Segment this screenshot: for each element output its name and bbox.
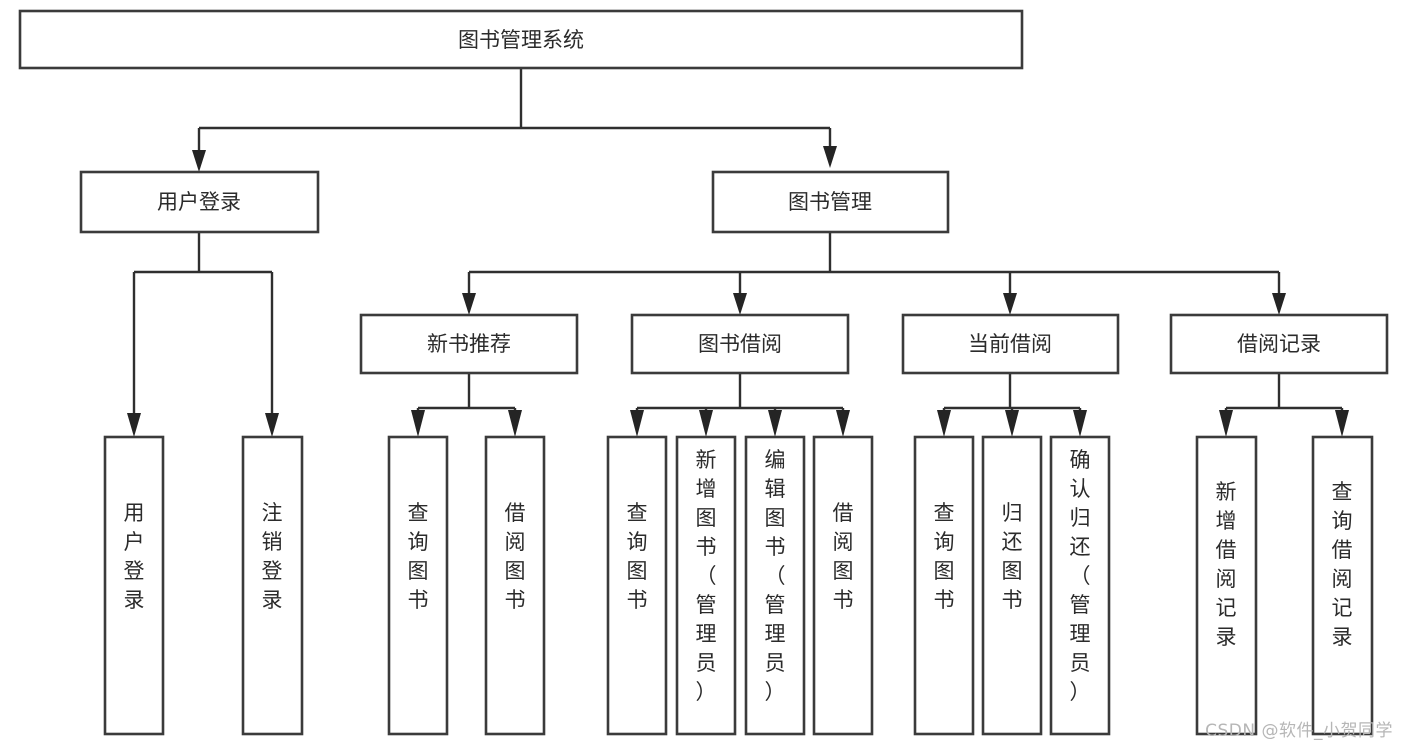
node-leaf-edit-book-admin-box[interactable] [744,435,806,736]
node-leaf-query-book-1-box[interactable] [387,435,449,736]
node-leaf-borrow-book-2[interactable]: 借阅图书 [812,435,874,736]
arrowhead-current-borrow [1003,293,1017,315]
node-book-manage-label: 图书管理 [788,190,872,214]
arrowhead-leaf-return-book [1005,410,1019,437]
node-root[interactable]: 图书管理系统 [18,9,1024,70]
node-current-borrow-box[interactable] [901,313,1120,375]
node-leaf-borrow-book-1-box[interactable] [484,435,546,736]
node-current-borrow-label: 当前借阅 [968,332,1052,356]
node-leaf-edit-book-admin[interactable]: 编辑图书（管理员） [744,435,806,736]
node-leaf-user-login[interactable]: 用户登录 [103,435,165,736]
node-leaf-add-book-admin-box[interactable] [675,435,737,736]
node-new-book-recommend-label: 新书推荐 [427,332,511,356]
arrowhead-leaf-confirm-return-admin [1073,410,1087,437]
arrowhead-leaf-query-book-3 [937,410,951,437]
node-leaf-query-borrow-record[interactable]: 查询借阅记录 [1311,435,1374,736]
node-book-borrow[interactable]: 图书借阅 [630,313,850,375]
node-borrow-record-label: 借阅记录 [1237,332,1321,356]
node-leaf-confirm-return-admin-box[interactable] [1049,435,1111,736]
node-user-login[interactable]: 用户登录 [79,170,320,234]
arrowhead-book-borrow [733,293,747,315]
arrowhead-leaf-edit-book-admin [768,410,782,437]
arrowhead-leaf-add-book-admin [699,410,713,437]
node-leaf-add-borrow-record-box[interactable] [1195,435,1258,736]
arrowhead-leaf-query-book-1 [411,410,425,437]
node-leaf-confirm-return-admin-label: 确认归还（管理员） [1070,448,1091,704]
node-book-borrow-label: 图书借阅 [698,332,782,356]
node-user-login-label: 用户登录 [157,190,241,214]
node-borrow-record-box[interactable] [1169,313,1389,375]
node-user-login-box[interactable] [79,170,320,234]
node-leaf-query-book-3[interactable]: 查询图书 [913,435,975,736]
arrowhead-leaf-add-borrow-record [1219,410,1233,437]
node-leaf-return-book[interactable]: 归还图书 [981,435,1043,736]
node-leaf-logout-login[interactable]: 注销登录 [241,435,304,736]
node-root-box[interactable] [18,9,1024,70]
node-leaf-query-book-3-box[interactable] [913,435,975,736]
node-leaf-add-borrow-record[interactable]: 新增借阅记录 [1195,435,1258,736]
node-current-borrow[interactable]: 当前借阅 [901,313,1120,375]
node-book-manage-box[interactable] [711,170,950,234]
node-leaf-add-book-admin[interactable]: 新增图书（管理员） [675,435,737,736]
node-leaf-query-book-2-box[interactable] [606,435,668,736]
node-leaf-borrow-book-1[interactable]: 借阅图书 [484,435,546,736]
node-leaf-return-book-label: 归还图书 [1002,501,1023,612]
node-new-book-recommend-box[interactable] [359,313,579,375]
arrowhead-leaf-borrow-book-2 [836,410,850,437]
node-leaf-edit-book-admin-label: 编辑图书（管理员） [765,448,786,704]
arrowhead-leaf-borrow-book-1 [508,410,522,437]
node-borrow-record[interactable]: 借阅记录 [1169,313,1389,375]
arrowhead-new-book-recommend [462,293,476,315]
arrowhead-book-manage [823,146,837,168]
node-book-manage[interactable]: 图书管理 [711,170,950,234]
arrowhead-leaf-logout-login [265,413,279,437]
node-new-book-recommend[interactable]: 新书推荐 [359,313,579,375]
edge-layer [127,68,1349,437]
node-leaf-borrow-book-2-label: 借阅图书 [833,501,854,612]
node-leaf-query-book-2[interactable]: 查询图书 [606,435,668,736]
node-leaf-query-borrow-record-box[interactable] [1311,435,1374,736]
node-leaf-add-borrow-record-label: 新增借阅记录 [1216,480,1237,649]
node-leaf-logout-login-label: 注销登录 [262,501,283,612]
node-leaf-return-book-box[interactable] [981,435,1043,736]
arrowhead-leaf-query-borrow-record [1335,410,1349,437]
node-leaf-logout-login-box[interactable] [241,435,304,736]
node-leaf-query-book-1[interactable]: 查询图书 [387,435,449,736]
node-root-label: 图书管理系统 [458,28,584,52]
node-leaf-confirm-return-admin[interactable]: 确认归还（管理员） [1049,435,1111,736]
arrowhead-leaf-query-book-2 [630,410,644,437]
node-leaf-query-book-1-label: 查询图书 [408,501,429,612]
node-leaf-query-book-3-label: 查询图书 [934,501,955,612]
node-leaf-add-book-admin-label: 新增图书（管理员） [696,448,717,704]
arrowhead-user-login [192,150,206,172]
node-leaf-query-book-2-label: 查询图书 [627,501,648,612]
node-leaf-query-borrow-record-label: 查询借阅记录 [1332,480,1353,649]
node-leaf-borrow-book-2-box[interactable] [812,435,874,736]
node-leaf-user-login-label: 用户登录 [124,501,145,612]
node-leaf-user-login-box[interactable] [103,435,165,736]
node-book-borrow-box[interactable] [630,313,850,375]
node-leaf-borrow-book-1-label: 借阅图书 [505,501,526,612]
arrowhead-leaf-user-login [127,413,141,437]
arrowhead-borrow-record [1272,293,1286,315]
